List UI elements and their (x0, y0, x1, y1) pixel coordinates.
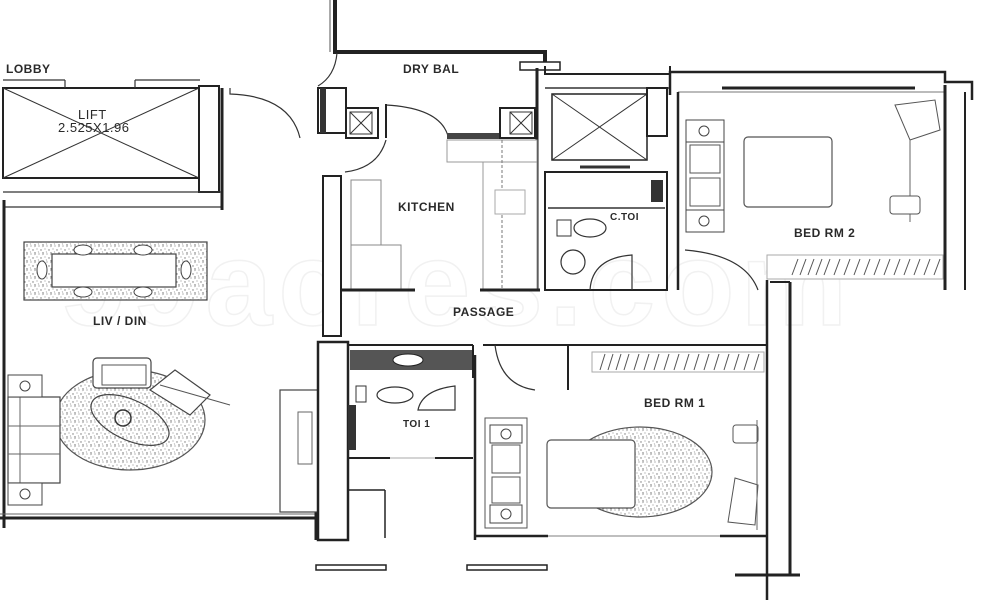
common-toilet (544, 66, 671, 291)
room-label-kitchen: KITCHEN (398, 200, 455, 214)
room-label-bedroom-2: BED RM 2 (794, 226, 856, 240)
living-furniture (7, 357, 319, 513)
lift-dimensions: 2.525X1.96 (58, 120, 130, 135)
room-label-common-toilet: C.TOI (610, 212, 639, 223)
room-label-lobby: LOBBY (6, 62, 51, 76)
bedroom-2 (668, 70, 974, 600)
toilet-1 (316, 340, 477, 542)
kitchen-walls (317, 0, 561, 337)
room-label-toilet-1: TOI 1 (403, 419, 431, 430)
room-label-living-dining: LIV / DIN (93, 314, 147, 328)
lift-shaft (2, 79, 222, 208)
room-label-lift: LIFT (78, 107, 107, 122)
room-label-bedroom-1: BED RM 1 (644, 396, 706, 410)
bedroom-1 (475, 344, 768, 538)
room-label-passage: PASSAGE (453, 305, 515, 319)
dining-table (23, 241, 208, 301)
room-label-dry-balcony: DRY BAL (403, 62, 460, 76)
